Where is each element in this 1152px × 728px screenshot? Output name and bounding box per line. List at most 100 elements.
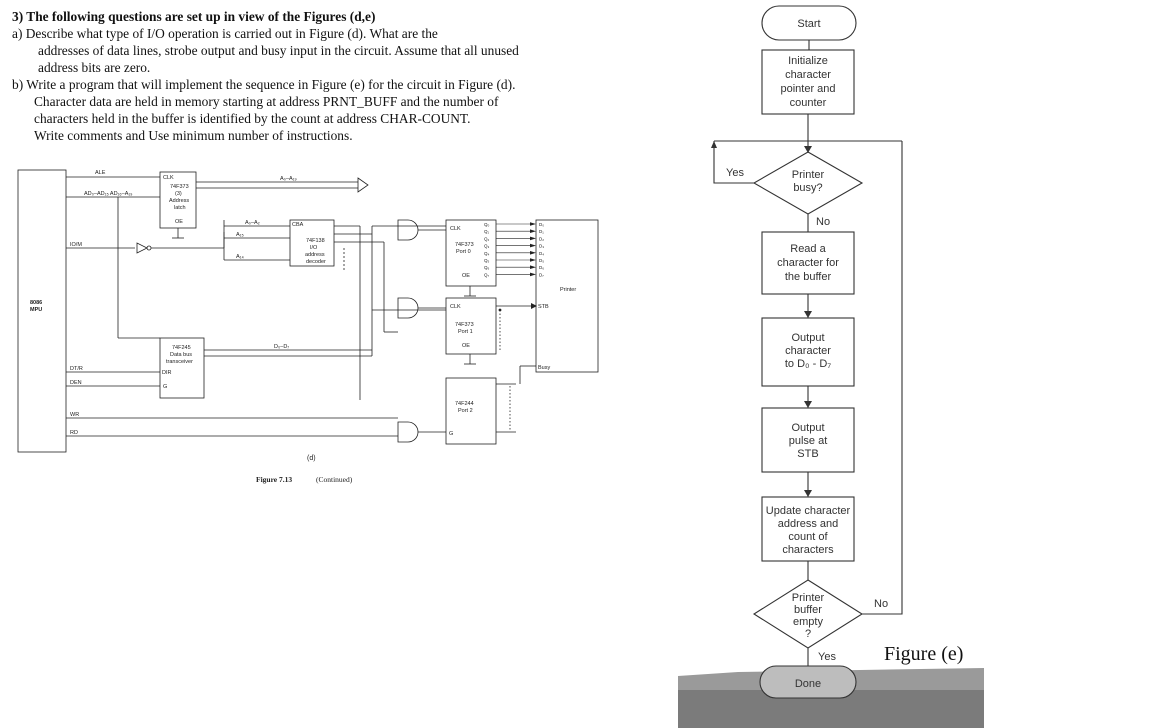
question-a-line3: address bits are zero. <box>38 60 151 75</box>
decoder-label-4: decoder <box>306 259 326 265</box>
printer-d-label: D₅ <box>539 258 544 263</box>
transceiver-label-1: 74F245 <box>172 345 191 351</box>
port0-q-label: Q₂ <box>484 236 490 241</box>
read-line1: Read a <box>790 243 826 255</box>
port0-label-1: 74F373 <box>455 242 474 248</box>
busy-yes: Yes <box>726 167 744 179</box>
dtr-label: DT/R <box>70 366 83 372</box>
figure-caption-bold: Figure 7.13 <box>256 475 292 484</box>
port0-oe: OE <box>462 273 470 279</box>
port0-q-label: Q₅ <box>484 258 490 263</box>
and-gate-port0 <box>397 219 419 241</box>
transceiver-label-2: Data bus <box>170 352 192 358</box>
transceiver-g: G <box>163 384 167 390</box>
decoder-in1: A₀–A₂ <box>245 220 260 226</box>
empty-line1: Printer <box>792 592 825 604</box>
decoder-in3: A₁₄ <box>236 254 245 260</box>
latch-label-1: 74F373 <box>170 184 189 190</box>
question-b-line1: b) Write a program that will implement t… <box>12 77 516 92</box>
question-b-line4: Write comments and Use minimum number of… <box>34 128 353 143</box>
latch-label-2: (3) <box>175 191 182 197</box>
latch-oe: OE <box>175 219 183 225</box>
io-decoder-block <box>289 219 335 267</box>
update-line3: count of <box>788 531 828 543</box>
empty-line3: empty <box>793 616 823 628</box>
decoder-in2: A₁₅ <box>236 232 244 238</box>
port0-q-label: Q₆ <box>484 265 490 270</box>
busy-line2: busy? <box>793 182 822 194</box>
port1-label-2: Port 1 <box>458 329 473 335</box>
port0-data-arrow <box>530 243 536 248</box>
port0-q-label: Q₇ <box>484 272 490 277</box>
init-line4: counter <box>790 97 827 109</box>
port2-label-2: Port 2 <box>458 408 473 414</box>
decoder-label-2: I/O <box>310 245 318 251</box>
ad-bus-label: AD₀–AD₁₅ AD₁₆–A₁₉ <box>84 191 132 197</box>
panel-label: (d) <box>307 455 316 462</box>
port0-data-arrow <box>530 251 536 255</box>
init-line2: character <box>785 69 831 81</box>
iom-label: IO/M <box>70 242 82 248</box>
mpu-label-1: 8086 <box>30 300 42 306</box>
a-bus-label: A₀–A₁₉ <box>280 176 297 182</box>
update-line2: address and <box>778 518 839 530</box>
printer-d-label: D₁ <box>539 229 544 234</box>
busy-line1: Printer <box>792 169 825 181</box>
port1-label-1: 74F373 <box>455 322 474 328</box>
empty-yes: Yes <box>818 651 836 663</box>
decoder-label-3: address <box>305 252 325 258</box>
mpu-block <box>17 169 67 453</box>
port0-q-label: Q₃ <box>484 244 490 249</box>
output-line1: Output <box>791 332 824 344</box>
update-line1: Update character <box>766 505 851 517</box>
port0-clk: CLK <box>450 226 461 232</box>
read-line2: character for <box>777 257 839 269</box>
output-line2: character <box>785 345 831 357</box>
port0-q-label: Q₄ <box>484 251 490 256</box>
latch-clk: CLK <box>163 175 174 181</box>
circuit-diagram: 8086 MPU ALE IO/M DT/R DEN WR RD AD₀–AD₁… <box>17 169 599 484</box>
transceiver-dir: DIR <box>162 370 172 376</box>
busy-no: No <box>816 216 830 228</box>
question-b-line3: characters held in the buffer is identif… <box>34 111 471 126</box>
question-b-line2: Character data are held in memory starti… <box>34 94 499 109</box>
port0-q-label: Q₀ <box>484 222 490 227</box>
transceiver-label-3: transceiver <box>166 359 193 365</box>
printer-block <box>535 219 599 373</box>
ale-label: ALE <box>95 170 106 176</box>
port0-data-arrow <box>530 258 536 262</box>
latch-label-3: Address <box>169 198 189 204</box>
decoder-label-1: 74F138 <box>306 238 325 244</box>
port0-data-arrow <box>530 272 536 277</box>
and-gate-port1 <box>397 297 419 319</box>
wr-label: WR <box>70 412 79 418</box>
pulse-line2: pulse at <box>789 435 828 447</box>
port0-data-arrow <box>530 265 536 269</box>
printer-d-label: D₂ <box>539 236 544 241</box>
figure-e-caption: Figure (e) <box>884 643 963 665</box>
figure-caption-rest: (Continued) <box>316 475 353 484</box>
init-line3: pointer and <box>780 83 835 95</box>
printer-busy: Busy <box>538 365 550 371</box>
port0-label-2: Port 0 <box>456 249 471 255</box>
printer-stb: STB <box>538 304 549 310</box>
printer-d-label: D₀ <box>539 222 544 227</box>
data-bus-label: D₀–D₇ <box>274 344 289 350</box>
empty-no: No <box>874 598 888 610</box>
port1-clk: CLK <box>450 304 461 310</box>
start-label: Start <box>797 18 820 30</box>
printer-d-label: D₄ <box>539 251 544 256</box>
transceiver-block <box>159 337 205 399</box>
flowchart-diagram: Start Initialize character pointer and c… <box>678 5 984 728</box>
printer-d-label: D₆ <box>539 265 544 270</box>
empty-line2: buffer <box>794 604 822 616</box>
port2-block <box>445 377 497 445</box>
question-a-line2: addresses of data lines, strobe output a… <box>38 43 519 58</box>
printer-d-label: D₇ <box>539 272 544 277</box>
and-gate-port2 <box>397 421 419 443</box>
port0-data-arrow <box>530 236 536 241</box>
init-line1: Initialize <box>788 55 828 67</box>
port0-data-arrow <box>530 222 536 226</box>
port0-q-label: Q₁ <box>484 229 490 234</box>
latch-label-4: latch <box>174 205 186 211</box>
